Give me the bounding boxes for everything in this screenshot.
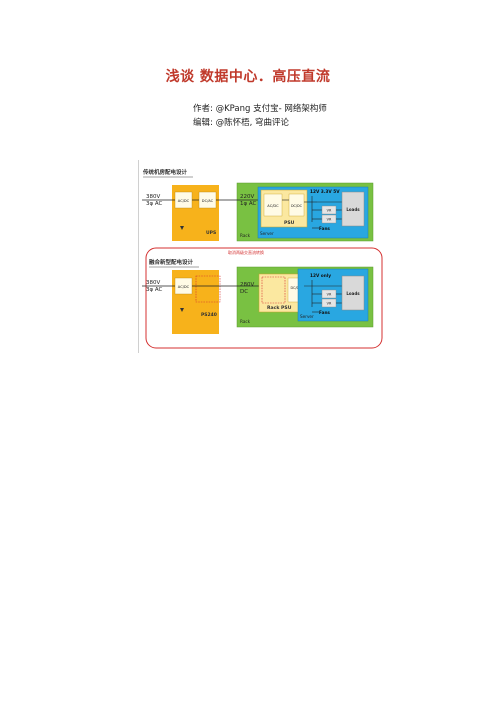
top-vr2-text: VR (327, 218, 332, 222)
rackpsu-label: Rack PSU (267, 305, 292, 311)
top-loads-text: Loads (346, 207, 360, 212)
bottom-rails-label: 12V only (310, 273, 331, 279)
bottom-input-phase: 3φ AC (146, 287, 163, 293)
bottom-loads-text: Loads (346, 291, 360, 296)
top-fans-text: Fans (319, 226, 330, 231)
bottom-fans-text: Fans (319, 310, 330, 315)
top-rack-phase: 1φ AC (240, 201, 257, 207)
bottom-vr1-text: VR (327, 293, 332, 297)
top-loads-box (341, 191, 365, 227)
rack-psu-removed-stage-marker (261, 276, 286, 304)
top-rack-label: Rack (240, 233, 251, 238)
top-input-phase: 3φ AC (146, 201, 163, 207)
ups-acdc-text: AC/DC (178, 199, 190, 203)
power-distribution-figure: 传统机房配电设计 AC/DC DC/AC UPS 380V 3φ AC Rack… (138, 160, 386, 353)
bottom-rack-voltage: 280V (240, 282, 254, 288)
document-title: 浅谈 数据中心．高压直流 (165, 69, 331, 85)
psu-dcdc-text: DC/DC (291, 204, 303, 208)
top-vr1-text: VR (327, 209, 332, 213)
author-line: 作者: @KPang 支付宝- 网络架构师 (193, 104, 327, 114)
bottom-vr2-text: VR (327, 302, 332, 306)
ups-arrow-icon (180, 226, 184, 230)
bottom-rack-phase: DC (240, 289, 248, 295)
psu-acdc-box (263, 193, 283, 217)
bottom-rack-label: Rack (240, 319, 251, 324)
psu-label: PSU (284, 220, 295, 226)
ps240-arrow-icon (180, 308, 184, 312)
power-distribution-diagram: 传统机房配电设计 AC/DC DC/AC UPS 380V 3φ AC Rack… (142, 168, 383, 349)
bottom-annotation: 取消两级交直流转换 (228, 249, 264, 255)
top-input-voltage: 380V (146, 194, 160, 200)
psu-acdc-text: AC/DC (267, 204, 279, 208)
bottom-loads-box (341, 275, 365, 311)
ps-removed-stage-marker (195, 275, 221, 303)
bottom-server-label: Server (300, 314, 314, 319)
editor-line: 编辑: @陈怀梧, 穹曲评论 (193, 118, 289, 128)
bottom-highlight-frame (145, 247, 383, 349)
top-rack-voltage: 220V (240, 194, 254, 200)
ups-dcac-text: DC/AC (202, 199, 214, 203)
bottom-input-voltage: 380V (146, 280, 160, 286)
top-rails-label: 12V 3.3V 5V (310, 189, 340, 195)
top-server-label: Server (260, 231, 274, 236)
top-section-label: 传统机房配电设计 (142, 168, 188, 176)
psu-dcdc-box (288, 193, 305, 217)
ups-label: UPS (206, 230, 216, 236)
bottom-section-label: 融合新型配电设计 (149, 258, 194, 266)
ps-acdc-text: AC/DC (178, 285, 190, 289)
rackpsu-dcdc-text: DC/DC (290, 286, 302, 290)
ps240-label: PS240 (201, 312, 217, 318)
